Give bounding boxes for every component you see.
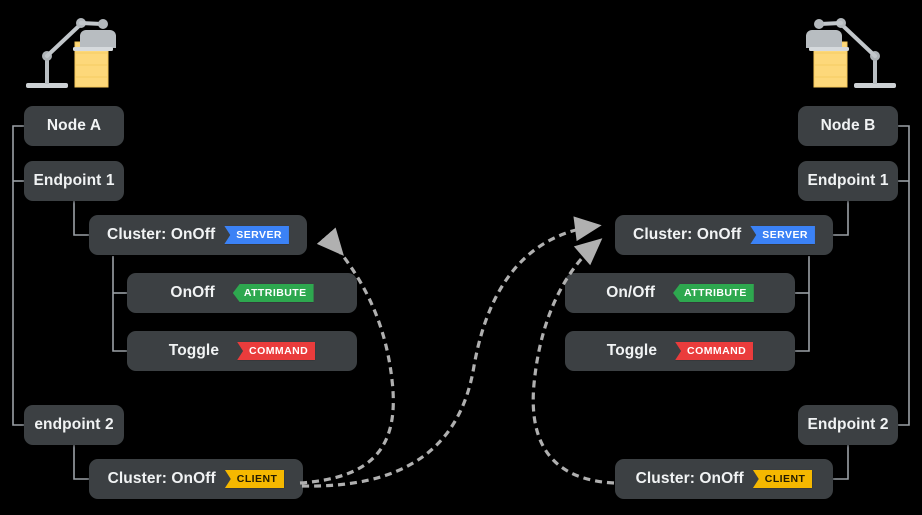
right-ep2-cluster-label: Cluster: OnOff xyxy=(635,470,744,488)
flow-left-client-to-left-server xyxy=(299,227,395,485)
left-ep1-cluster-onoff-server-box[interactable]: Cluster: OnOff SERVER xyxy=(89,215,307,255)
left-ep2-cluster-label: Cluster: OnOff xyxy=(107,470,216,488)
left-ep2-cluster-client-badge: CLIENT xyxy=(224,469,285,489)
right-ep2-to-cluster xyxy=(833,445,849,480)
left-endpoint-2-box[interactable]: endpoint 2 xyxy=(24,405,124,445)
right-endpoint-1-box[interactable]: Endpoint 1 xyxy=(798,161,898,201)
left-endpoint-1-label: Endpoint 1 xyxy=(33,172,115,190)
left-attribute-onoff-box[interactable]: OnOff ATTRIBUTE xyxy=(127,273,357,313)
left-cluster-spine xyxy=(112,256,127,352)
left-command-toggle-box[interactable]: Toggle COMMAND xyxy=(127,331,357,371)
desk-lamp-icon-left xyxy=(26,18,116,88)
right-ep1-to-cluster xyxy=(833,201,849,236)
desk-lamp-icon-right xyxy=(806,18,896,88)
right-root-spine xyxy=(898,125,910,426)
right-command-toggle-box[interactable]: Toggle COMMAND xyxy=(565,331,795,371)
flow-left-client-to-right-server xyxy=(301,216,602,488)
right-cluster-spine xyxy=(795,256,810,352)
left-ep1-cluster-label: Cluster: OnOff xyxy=(107,226,216,244)
right-endpoint-1-label: Endpoint 1 xyxy=(807,172,889,190)
right-attribute-onoff-label: On/Off xyxy=(606,284,656,302)
right-ep1-cluster-label: Cluster: OnOff xyxy=(633,226,742,244)
right-ep2-cluster-onoff-client-box[interactable]: Cluster: OnOff CLIENT xyxy=(615,459,833,499)
node-a-label: Node A xyxy=(46,117,102,135)
left-command-toggle-label: Toggle xyxy=(168,342,220,360)
left-ep2-cluster-onoff-client-box[interactable]: Cluster: OnOff CLIENT xyxy=(89,459,303,499)
left-attribute-badge: ATTRIBUTE xyxy=(232,283,314,303)
right-endpoint-2-box[interactable]: Endpoint 2 xyxy=(798,405,898,445)
right-attribute-onoff-box[interactable]: On/Off ATTRIBUTE xyxy=(565,273,795,313)
right-ep1-cluster-server-badge: SERVER xyxy=(750,225,815,245)
right-command-badge: COMMAND xyxy=(675,341,754,361)
left-command-badge: COMMAND xyxy=(237,341,316,361)
left-endpoint-1-box[interactable]: Endpoint 1 xyxy=(24,161,124,201)
node-a-box[interactable]: Node A xyxy=(24,106,124,146)
left-ep2-to-cluster xyxy=(73,445,89,480)
left-ep1-cluster-server-badge: SERVER xyxy=(224,225,289,245)
left-endpoint-2-label: endpoint 2 xyxy=(34,416,114,434)
right-ep2-cluster-client-badge: CLIENT xyxy=(752,469,813,489)
left-ep1-to-cluster xyxy=(73,201,89,236)
node-b-label: Node B xyxy=(820,117,876,135)
node-b-box[interactable]: Node B xyxy=(798,106,898,146)
right-command-toggle-label: Toggle xyxy=(606,342,658,360)
left-attribute-onoff-label: OnOff xyxy=(170,284,215,302)
flow-right-client-to-right-server xyxy=(531,238,615,485)
right-endpoint-2-label: Endpoint 2 xyxy=(807,416,889,434)
right-attribute-badge: ATTRIBUTE xyxy=(673,283,754,303)
left-root-spine xyxy=(12,125,24,426)
right-ep1-cluster-onoff-server-box[interactable]: Cluster: OnOff SERVER xyxy=(615,215,833,255)
